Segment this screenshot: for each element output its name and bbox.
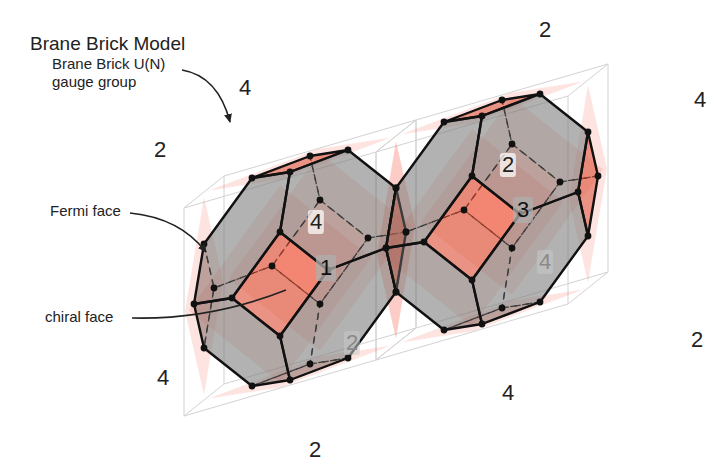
fermi-planes [185,81,607,398]
vertex-dot [393,185,400,192]
vertex-dot [393,289,400,296]
vertex-dot [307,153,314,160]
leader-line [182,70,230,122]
vertex-dot [269,263,276,270]
chiral-face [194,298,290,386]
vertex-dot [345,355,352,362]
vertex-dot [277,229,284,236]
chiral-face [280,248,396,380]
vertex-dot [499,305,506,312]
corner-number: 2 [344,331,360,355]
vertex-dot [479,321,486,328]
corner-number: 4 [155,366,171,390]
vertex-dot [441,119,448,126]
vertex-dot [479,113,486,120]
chiral-face [386,242,482,330]
vertex-dot [249,383,256,390]
grid-line [184,208,185,416]
vertex-dot [201,345,208,352]
vertex-dots [191,91,602,390]
corner-number: 2 [307,438,323,462]
callout-label: chiral face [45,308,113,326]
front-faces [194,94,598,386]
vertex-dot [575,189,582,196]
chiral-face [472,94,588,214]
diagram-title: Brane Brick Model [30,33,185,55]
vertex-dot [393,185,400,192]
callout-label: Brane Brick U(N) gauge group [52,55,177,91]
callout-label: Fermi face [50,202,121,220]
vertex-dot [469,277,476,284]
vertex-dot [509,245,516,252]
brane-brick: 1 [306,252,346,284]
vertex-dot [229,295,236,302]
vertex-dot [537,91,544,98]
vertex-dot [585,233,592,240]
vertex-dot [317,301,324,308]
brick-number: 3 [513,197,533,223]
vertex-dot [403,229,410,236]
chiral-face [472,192,588,324]
vertex-dot [403,229,410,236]
chiral-face [386,116,482,248]
vertex-dot [461,207,468,214]
vertex-dot [287,377,294,384]
vertex-dot [537,299,544,306]
vertex-dot [441,327,448,334]
chiral-face [194,172,290,304]
vertex-dot [421,239,428,246]
leader-line [130,213,206,252]
corner-number: 2 [689,328,705,352]
vertex-dot [585,129,592,136]
corner-number: 4 [500,381,516,405]
vertex-dot [393,289,400,296]
vertex-dot [307,361,314,368]
back-faces [194,94,598,386]
corner-number: 4 [308,210,324,234]
vertex-dot [365,235,372,242]
vertex-dot [317,197,324,204]
corner-number: 2 [152,138,168,162]
corner-number: 2 [500,153,516,177]
vertex-dot [469,173,476,180]
vertex-dot [211,285,218,292]
vertex-dot [277,333,284,340]
vertex-dot [345,147,352,154]
brick-number: 1 [316,255,336,281]
vertex-dot [383,245,390,252]
corner-number: 4 [537,250,553,274]
grid-line [608,64,609,272]
brane-brick: 3 [503,194,543,226]
vertex-dot [557,179,564,186]
vertex-dot [595,173,602,180]
vertex-dot [249,175,256,182]
corner-number: 4 [692,88,708,112]
corner-number: 4 [237,76,253,100]
leader-lines [130,70,286,318]
vertex-dot [191,301,198,308]
corner-number: 2 [537,18,553,42]
lattice-grid [184,64,608,416]
vertex-dot [509,141,516,148]
vertex-dot [287,169,294,176]
vertex-dot [383,245,390,252]
leader-line [132,290,286,318]
chiral-face [280,150,396,270]
vertex-dot [499,97,506,104]
